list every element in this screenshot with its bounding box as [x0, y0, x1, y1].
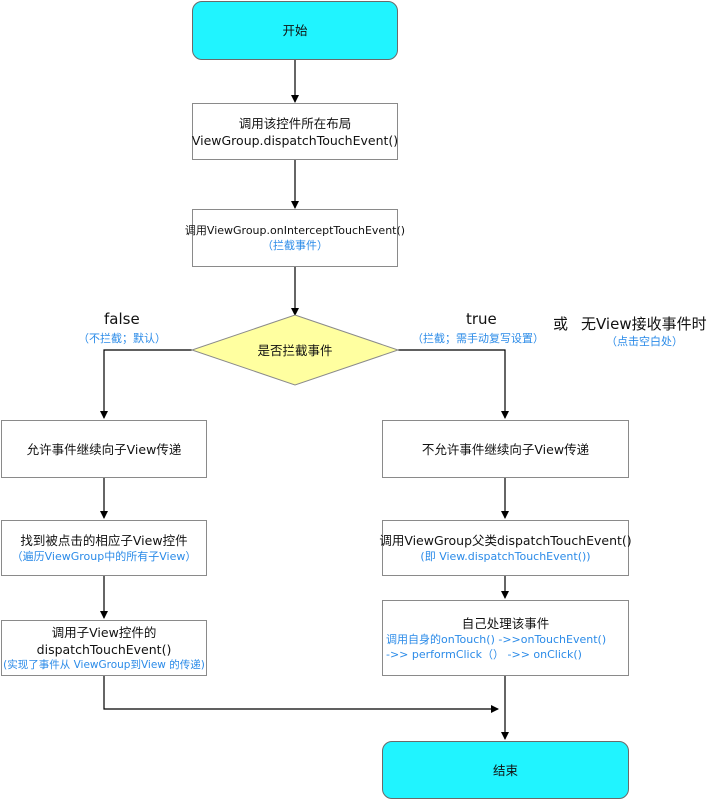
- end-label: 结束: [492, 762, 518, 778]
- left3-line1: 调用子View控件的: [51, 624, 157, 640]
- left1-node: 允许事件继续向子View传递: [1, 420, 207, 478]
- right3-node: 自己处理该事件 调用自身的onTouch() ->>onTouchEvent()…: [382, 600, 629, 676]
- step1-line2: ViewGroup.dispatchTouchEvent(): [191, 132, 399, 148]
- right2-line2: (即 View.dispatchTouchEvent()): [420, 550, 591, 563]
- right1-node: 不允许事件继续向子View传递: [382, 420, 629, 478]
- edge-decision-left: [100, 349, 192, 419]
- right2-node: 调用ViewGroup父类dispatchTouchEvent() (即 Vie…: [379, 520, 632, 576]
- decision-diamond: [190, 314, 400, 386]
- step2-line2: （拦截事件）: [262, 239, 328, 252]
- left1-label: 允许事件继续向子View传递: [26, 441, 182, 457]
- or-label: 或: [553, 315, 569, 333]
- right3-line3: ->> performClick（） ->> onClick(): [386, 647, 582, 661]
- false-label: false: [104, 310, 140, 328]
- start-label: 开始: [282, 23, 308, 38]
- decision-label: 是否拦截事件: [257, 342, 333, 358]
- true-label: true: [466, 310, 497, 328]
- end-node: 结束: [382, 741, 629, 799]
- left3-line2: dispatchTouchEvent(): [36, 641, 172, 657]
- step1-node: 调用该控件所在布局 ViewGroup.dispatchTouchEvent(): [192, 103, 398, 160]
- edge-left3-merge: [103, 676, 499, 713]
- left3-line3: (实现了事件从 ViewGroup到View 的传递): [3, 658, 205, 671]
- left2-line1: 找到被点击的相应子View控件: [20, 533, 188, 548]
- false-note: （不拦截；默认）: [78, 332, 166, 345]
- start-node: 开始: [192, 1, 398, 60]
- left3-node: 调用子View控件的 dispatchTouchEvent() (实现了事件从 …: [1, 620, 207, 676]
- noview-label: 无View接收事件时: [581, 315, 707, 333]
- right3-line2: 调用自身的onTouch() ->>onTouchEvent(): [386, 632, 607, 646]
- decision-node: 是否拦截事件: [192, 315, 398, 385]
- left2-node: 找到被点击的相应子View控件 （遍历ViewGroup中的所有子View）: [1, 520, 207, 576]
- step2-line1: 调用ViewGroup.onInterceptTouchEvent(): [184, 224, 406, 237]
- left2-line2: （遍历ViewGroup中的所有子View）: [11, 550, 197, 563]
- edge-decision-right: [398, 349, 509, 419]
- step2-node: 调用ViewGroup.onInterceptTouchEvent() （拦截事…: [185, 209, 405, 267]
- right2-line1: 调用ViewGroup父类dispatchTouchEvent(): [379, 533, 632, 548]
- noview-note: （点击空白处）: [606, 335, 683, 348]
- step1-line1: 调用该控件所在布局: [238, 115, 352, 131]
- true-note: （拦截；需手动复写设置）: [412, 332, 544, 345]
- right1-label: 不允许事件继续向子View传递: [421, 441, 590, 457]
- right3-line1: 自己处理该事件: [461, 615, 550, 631]
